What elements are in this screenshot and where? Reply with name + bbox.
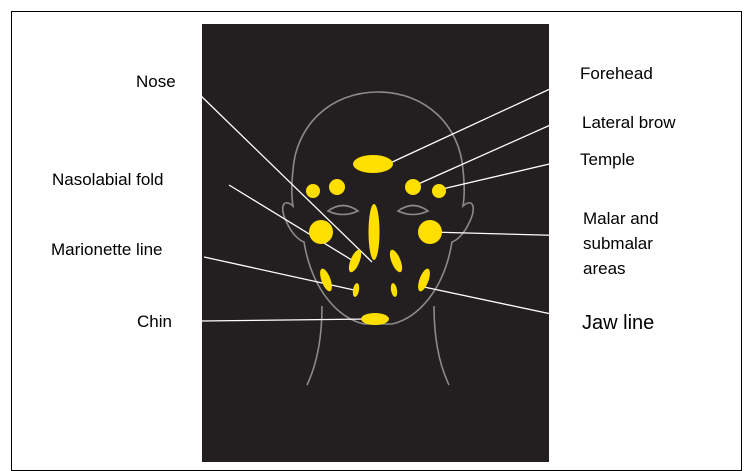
label-jaw-line: Jaw line xyxy=(582,312,655,334)
label-marionette-line: Marionette line xyxy=(51,240,163,259)
label-malar-line-2: submalar xyxy=(583,234,653,253)
leader-temple xyxy=(437,157,576,191)
label-malar-line-3: areas xyxy=(583,259,626,278)
leader-chin xyxy=(200,318,371,322)
marker-jaw-right xyxy=(418,268,430,292)
marker-marionette-right xyxy=(390,283,398,297)
label-malar-line-1: Malar and xyxy=(583,209,659,228)
marker-chin xyxy=(361,313,389,325)
marker-forehead xyxy=(353,155,393,173)
marker-nasolabial-right xyxy=(389,249,403,273)
marker-malar-right xyxy=(418,220,442,244)
marker-brow-left xyxy=(329,179,345,195)
label-nose: Nose xyxy=(136,72,176,91)
marker-nose xyxy=(368,204,380,260)
leader-jaw-line xyxy=(423,286,571,319)
marker-temple-left xyxy=(306,184,320,198)
right-eye xyxy=(396,204,430,216)
leader-malar xyxy=(429,231,579,237)
left-eye xyxy=(326,204,360,216)
leader-lines xyxy=(197,75,579,322)
injection-markers xyxy=(306,155,446,325)
marker-temple-right xyxy=(432,184,446,198)
marker-malar-left xyxy=(309,220,333,244)
marker-marionette-left xyxy=(352,283,360,297)
neck-right xyxy=(433,305,450,386)
leader-nose xyxy=(197,92,373,263)
leader-forehead xyxy=(387,75,579,165)
marker-brow-right xyxy=(405,179,421,195)
marker-nasolabial-left xyxy=(348,249,362,273)
label-lateral-brow: Lateral brow xyxy=(582,113,676,132)
label-temple: Temple xyxy=(580,150,635,169)
neck-left xyxy=(306,305,323,386)
marker-jaw-left xyxy=(320,268,332,292)
leader-lateral-brow xyxy=(415,113,576,186)
label-forehead: Forehead xyxy=(580,64,653,83)
label-nasolabial-fold: Nasolabial fold xyxy=(52,170,164,189)
label-chin: Chin xyxy=(137,312,172,331)
leader-nasolabial-fold xyxy=(228,184,356,263)
